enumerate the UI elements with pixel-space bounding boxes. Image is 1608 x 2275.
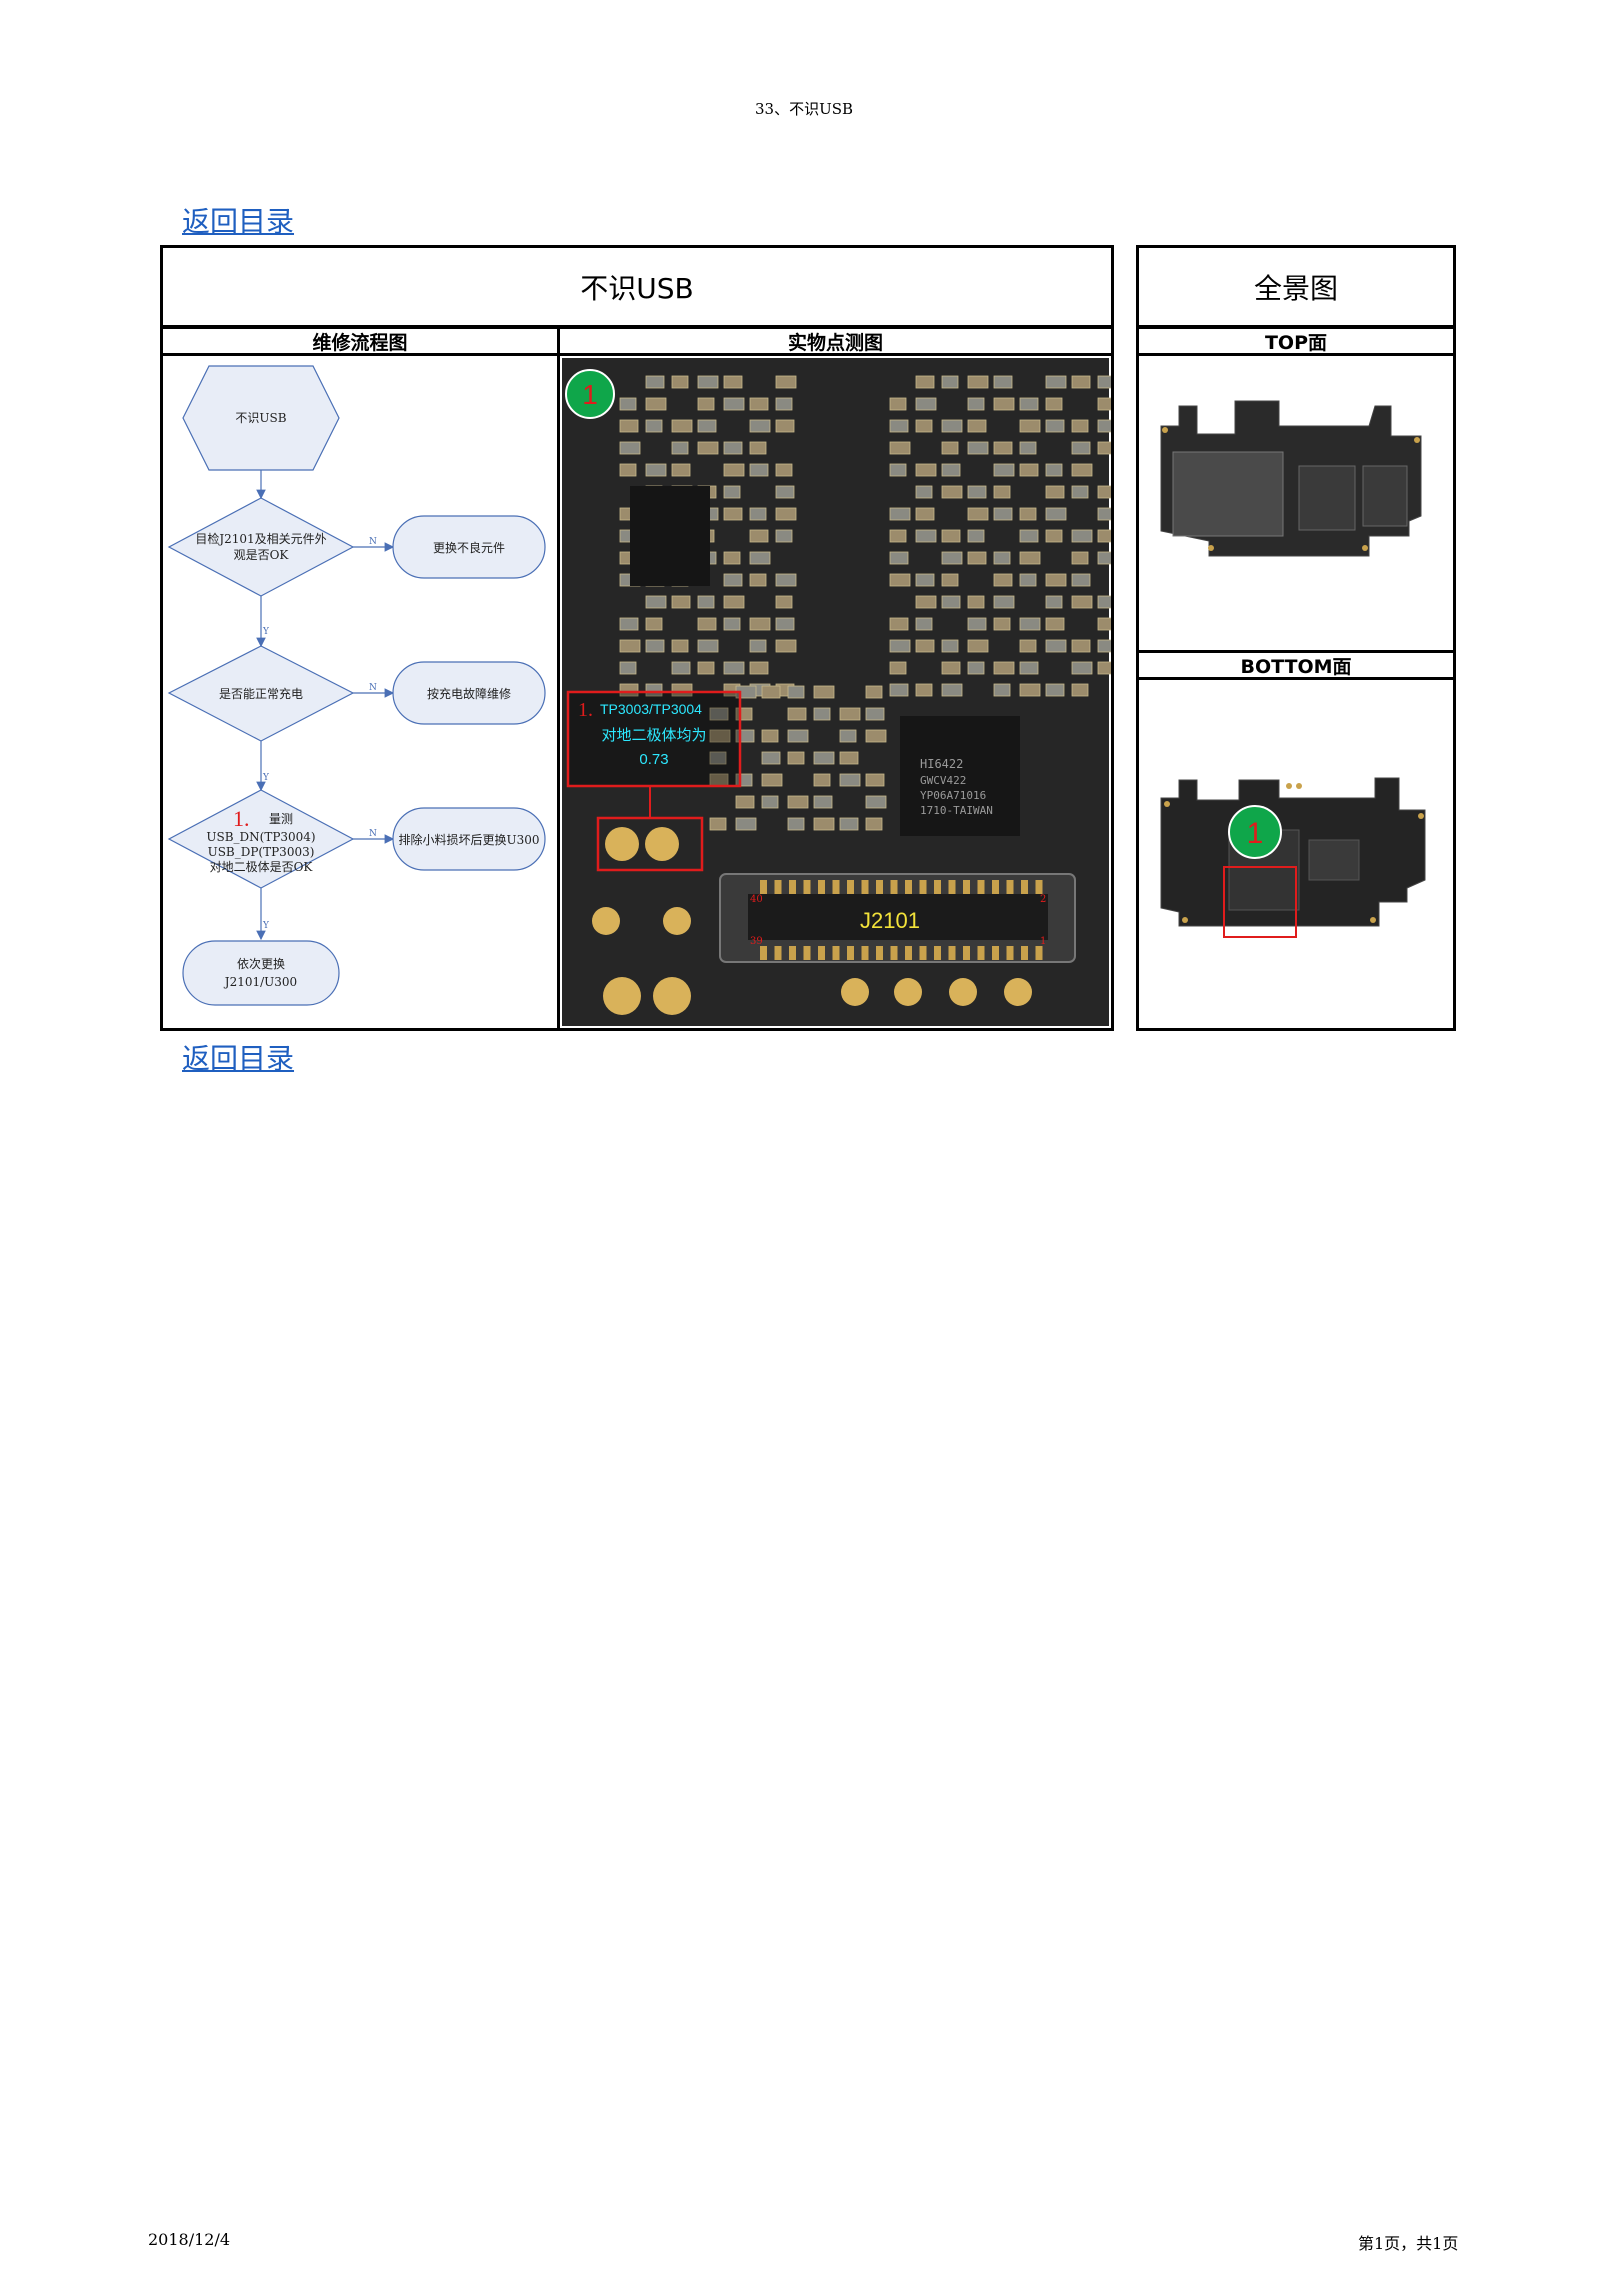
flow-no-label-1: N xyxy=(369,537,377,547)
flow-header-cell: 维修流程图 xyxy=(160,326,560,356)
bottom-header: BOTTOM面 xyxy=(1240,655,1352,678)
flow-check3-line4: 对地二极体是否OK xyxy=(210,860,314,874)
photo-marker-circle xyxy=(565,369,615,419)
photo-marker-number: 1 xyxy=(582,379,598,410)
flow-check2-text: 是否能正常充电 xyxy=(219,686,303,701)
top-header: TOP面 xyxy=(1264,331,1328,354)
photo-header: 实物点测图 xyxy=(787,331,883,354)
top-view-cell xyxy=(1136,353,1456,653)
chip-label-3: YP06A71016 xyxy=(920,789,986,802)
pin-label-40: 40 xyxy=(750,894,763,905)
connector-pins xyxy=(760,880,1043,960)
flow-action1-shape xyxy=(392,515,546,579)
flow-end-shape xyxy=(182,940,340,1006)
chip-label-2: GWCV422 xyxy=(920,774,966,787)
pin-label-39: 39 xyxy=(750,936,763,947)
pcb-chip-left xyxy=(630,486,710,586)
flow-end-line1: 依次更换 xyxy=(237,956,285,971)
bottom-highlight-box xyxy=(1223,866,1297,938)
flow-check3-line2: USB_DN(TP3004) xyxy=(206,830,315,844)
bottom-header-cell: BOTTOM面 xyxy=(1136,650,1456,680)
main-title: 不识USB xyxy=(580,271,694,305)
flow-yes-label-2: Y xyxy=(262,773,270,783)
flow-start-text: 不识USB xyxy=(235,411,286,425)
flow-no-label-3: N xyxy=(369,829,377,839)
pcb-chip-hi6422 xyxy=(900,716,1020,836)
footer-date: 2018/12/4 xyxy=(148,2230,231,2249)
flow-check2-shape xyxy=(167,645,355,742)
pcb-top-view-image xyxy=(1160,400,1422,557)
test-pads xyxy=(592,827,1032,1015)
pcb-bottom-view-image: 1 xyxy=(1160,777,1426,938)
flow-action3-text: 排除小料损坏后更换U300 xyxy=(398,832,539,847)
flow-action1-text: 更换不良元件 xyxy=(433,540,505,555)
flow-end-line2: J2101/U300 xyxy=(223,975,297,989)
flow-check1-line2: 观是否OK xyxy=(234,548,290,562)
flow-action3-shape xyxy=(392,807,546,871)
chip-label-1: HI6422 xyxy=(920,757,963,771)
pin-label-1: 1 xyxy=(1040,936,1046,947)
flow-action2-text: 按充电故障维修 xyxy=(427,686,511,701)
flow-check3-num: 1. xyxy=(233,806,250,831)
flowchart-diagram: 不识USB 目检J2101及相关元件外 观是否OK 更换不良元件 是否能正常充电… xyxy=(167,365,546,1006)
overview-title-cell: 全景图 xyxy=(1136,245,1456,328)
overview-title: 全景图 xyxy=(1253,271,1338,305)
flow-check1-shape xyxy=(167,497,355,597)
top-header-cell: TOP面 xyxy=(1136,326,1456,356)
chip-label-4: 1710-TAIWAN xyxy=(920,804,993,817)
flow-check1-line1: 目检J2101及相关元件外 xyxy=(195,531,326,546)
flow-check3-line1: 量测 xyxy=(269,812,293,826)
flow-check3-shape xyxy=(167,789,355,889)
note-line-2: 对地二极体均为 xyxy=(601,726,706,744)
flow-yes-label-1: Y xyxy=(262,627,270,637)
flow-check3-line3: USB_DP(TP3003) xyxy=(208,845,315,859)
measurement-note-box xyxy=(566,690,742,788)
flow-header: 维修流程图 xyxy=(312,331,408,354)
note-num: 1. xyxy=(578,699,593,721)
photo-header-cell: 实物点测图 xyxy=(557,326,1114,356)
back-to-toc-link-top[interactable]: 返回目录 xyxy=(182,205,295,238)
overview-marker-number: 1 xyxy=(1247,817,1264,850)
main-title-cell: 不识USB xyxy=(160,245,1114,328)
back-to-toc-link-bottom[interactable]: 返回目录 xyxy=(182,1042,295,1075)
bottom-view-cell: 1 xyxy=(1136,677,1456,1031)
photo-cell: HI6422 GWCV422 YP06A71016 1710-TAIWAN J2… xyxy=(557,353,1119,1031)
page-header: 33、不识USB xyxy=(754,100,854,118)
note-line-3: 0.73 xyxy=(639,751,668,768)
connector-label: J2101 xyxy=(860,908,920,933)
flow-no-label-2: N xyxy=(369,683,377,693)
flow-yes-label-3: Y xyxy=(262,921,270,931)
note-line-1: TP3003/TP3004 xyxy=(600,701,702,717)
footer-page: 第1页，共1页 xyxy=(1358,2234,1459,2253)
pcb-closeup-image: HI6422 GWCV422 YP06A71016 1710-TAIWAN J2… xyxy=(562,358,1119,1026)
flowchart-cell: 不识USB 目检J2101及相关元件外 观是否OK 更换不良元件 是否能正常充电… xyxy=(160,353,560,1031)
flow-action2-shape xyxy=(392,661,546,725)
flow-start-shape xyxy=(182,365,340,471)
overview-marker-circle xyxy=(1228,805,1282,859)
pin-label-2: 2 xyxy=(1040,894,1046,905)
